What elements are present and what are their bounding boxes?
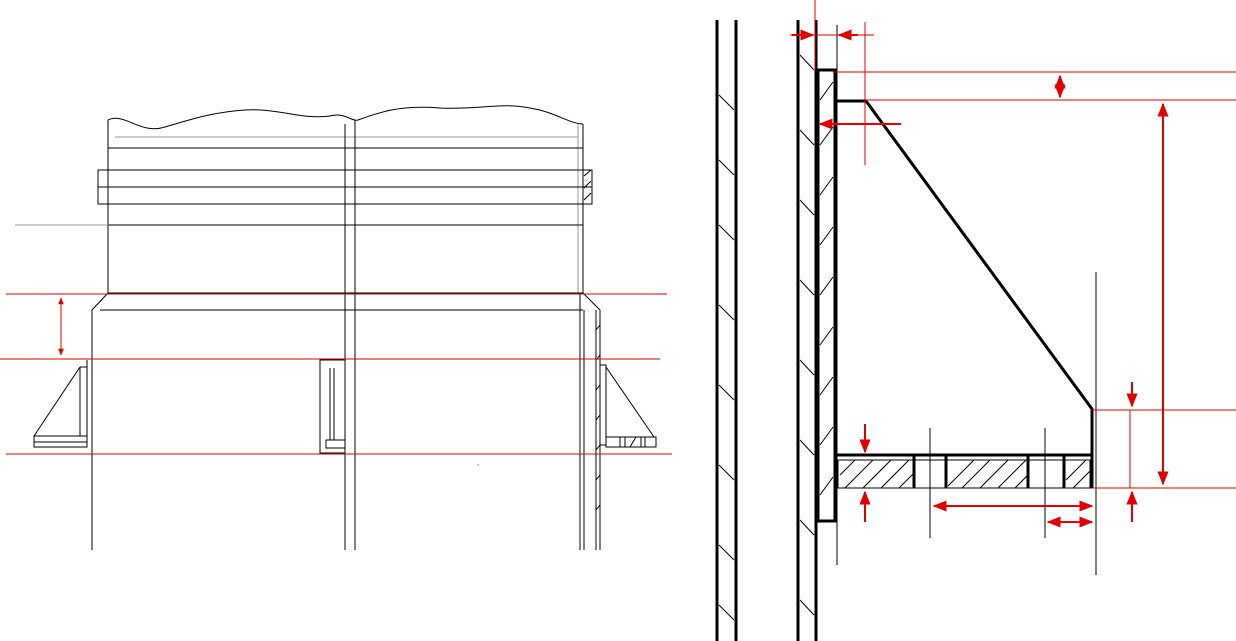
red-dimensions [790, 0, 1236, 528]
center-support-bracket [319, 359, 346, 454]
right-section-view [715, 0, 1236, 641]
wall-left [715, 20, 738, 641]
vertical-plate [816, 68, 837, 523]
gusset-plate [835, 99, 1094, 455]
bottom-plate-section [835, 453, 1094, 489]
plate-hatch [839, 459, 1091, 489]
pipe-wall-section-hatch [595, 324, 601, 511]
shoulder-right-chamfer [582, 292, 601, 311]
right-support-bracket [599, 364, 657, 448]
wall-right [796, 20, 818, 641]
shoulder-left-chamfer [91, 292, 109, 311]
break-line [107, 105, 584, 130]
left-support-bracket [33, 360, 88, 448]
flange-section-hatch [582, 169, 593, 205]
left-elevation-view [0, 105, 672, 550]
stray-dot [477, 464, 479, 466]
